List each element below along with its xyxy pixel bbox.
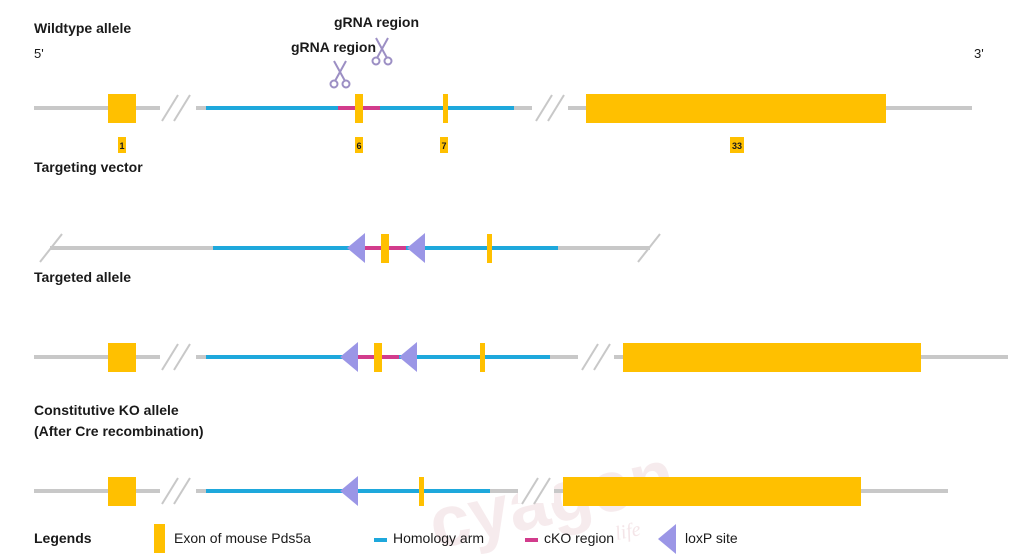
grna-region-label-1: gRNA region [334,14,419,30]
break-mark [173,477,191,505]
loxp-site [399,342,417,372]
scissors-icon [371,37,393,66]
exon-1 [108,343,136,372]
legend: Legends Exon of mouse Pds5a Homology arm… [34,524,738,554]
exon-7 [480,343,485,372]
break-mark [173,94,191,122]
legend-exon-label: Exon of mouse Pds5a [174,530,311,546]
loxp-site [347,233,365,263]
break-mark [593,343,611,371]
legend-title: Legends [34,530,92,546]
exon-33 [563,477,861,506]
exon-6 [381,234,389,263]
exon-number-1: 1 [119,141,124,151]
break-mark [173,343,191,371]
exon-tag-bg [355,137,363,153]
targeted-allele-label: Targeted allele [34,269,131,285]
exon-7 [487,234,492,263]
exon-33 [586,94,886,123]
loxp-site [407,233,425,263]
break-mark [637,233,661,263]
break-mark [547,94,565,122]
exon-1 [108,94,136,123]
legend-cko-label: cKO region [544,530,614,546]
watermark-tagline: life [613,518,643,545]
loxp-site [340,476,358,506]
break-mark [39,233,63,263]
targeting-vector [39,233,661,263]
legend-exon-swatch [154,524,165,553]
ko-allele [34,476,948,506]
break-mark [581,343,599,371]
grna-region-label-2: gRNA region [291,39,376,55]
break-mark [161,94,179,122]
break-mark [535,94,553,122]
exon-number-6: 6 [356,141,361,151]
exon-6 [355,94,363,123]
exon-number-33: 33 [732,141,742,151]
exon-number-tags: 1 6 7 33 [118,137,744,153]
scissors-icon [329,60,351,89]
five-prime-label: 5' [34,46,44,61]
exon-tag-bg [440,137,448,153]
exon-6 [374,343,382,372]
exon-7 [443,94,448,123]
wildtype-allele-label: Wildtype allele [34,20,131,36]
targeting-vector-label: Targeting vector [34,159,143,175]
legend-loxp-swatch [658,524,676,554]
break-mark [161,343,179,371]
exon-1 [108,477,136,506]
wildtype-allele [34,94,972,123]
exon-tag-bg [118,137,126,153]
three-prime-label: 3' [974,46,984,61]
loxp-site [340,342,358,372]
ko-allele-sublabel: (After Cre recombination) [34,423,204,439]
legend-homology-label: Homology arm [393,530,484,546]
break-mark [533,477,551,505]
break-mark [521,477,539,505]
targeted-allele [34,342,1008,372]
exon-number-7: 7 [441,141,446,151]
exon-tag-bg [730,137,744,153]
exon-33 [623,343,921,372]
legend-loxp-label: loxP site [685,530,738,546]
break-mark [161,477,179,505]
exon-7 [419,477,424,506]
ko-allele-label: Constitutive KO allele [34,402,179,418]
